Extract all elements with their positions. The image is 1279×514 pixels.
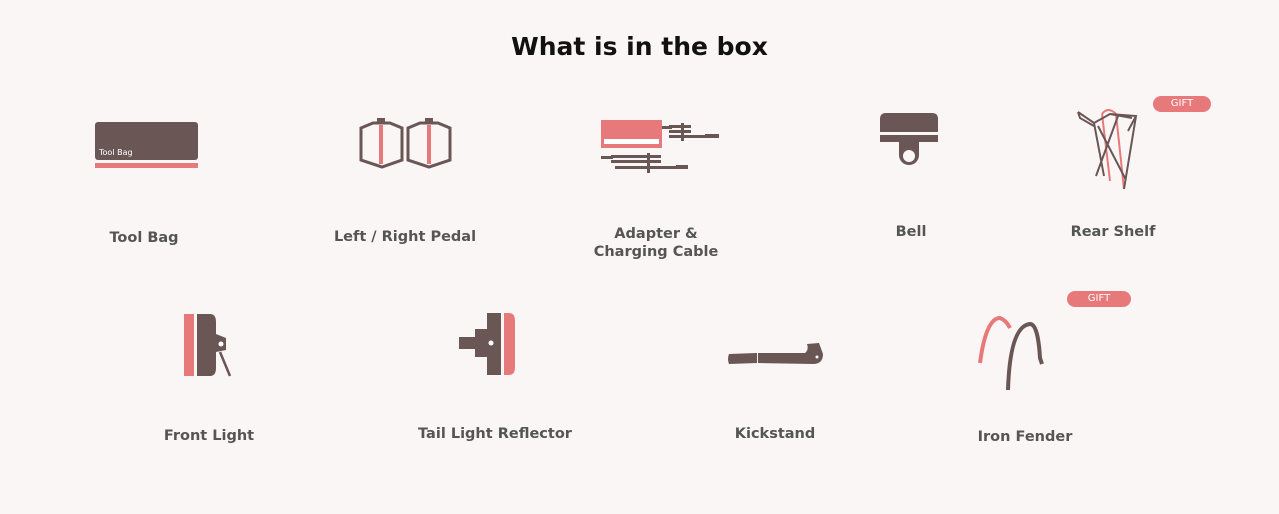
front-light-icon — [184, 314, 232, 377]
kickstand-icon — [728, 343, 823, 364]
gift-badge: GIFT — [1067, 291, 1131, 307]
item-label-line2: Charging Cable — [593, 244, 719, 260]
gift-badge: GIFT — [1153, 96, 1211, 112]
tail-light-icon — [459, 313, 515, 375]
item-label-adapter: Adapter & Charging Cable — [594, 225, 719, 261]
item-label-kickstand: Kickstand — [734, 426, 816, 442]
tool-bag-icon — [95, 122, 198, 168]
rear-rack-icon — [1077, 109, 1138, 190]
item-label-line1: Adapter & — [614, 226, 698, 242]
item-label-front-light: Front Light — [163, 428, 255, 444]
item-label-tool-bag: Tool Bag — [109, 230, 179, 246]
charger-icon — [601, 120, 719, 173]
bell-icon — [880, 113, 938, 165]
item-label-rear-shelf: Rear Shelf — [1070, 224, 1156, 240]
tool-bag-icon-text: Tool Bag — [99, 148, 133, 157]
item-label-pedal: Left / Right Pedal — [333, 229, 477, 245]
pedal-icon — [359, 118, 452, 169]
section-title: What is in the box — [511, 32, 768, 61]
item-label-tail-light: Tail Light Reflector — [418, 426, 572, 442]
item-label-iron-fender: Iron Fender — [977, 429, 1073, 445]
item-label-bell: Bell — [895, 224, 927, 240]
fender-icon — [978, 315, 1044, 391]
